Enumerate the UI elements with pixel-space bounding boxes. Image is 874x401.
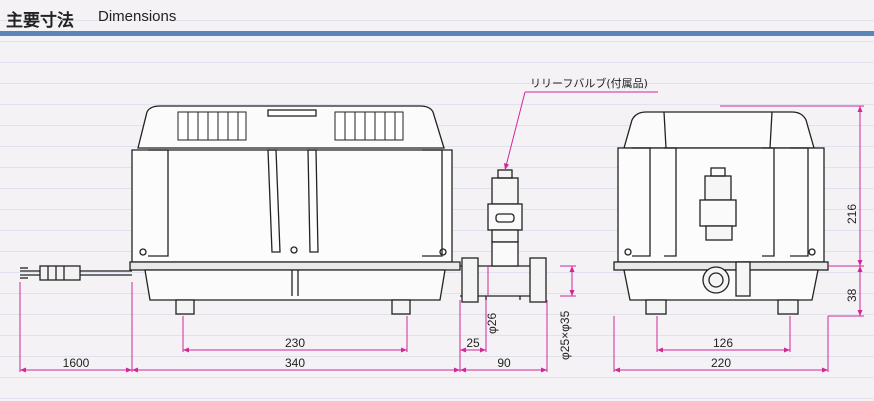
- page-title: 主要寸法: [6, 11, 74, 31]
- vent-grille-left: [177, 111, 247, 141]
- dim-220: 220: [711, 356, 731, 370]
- dimension-lines: [19, 91, 864, 373]
- dimension-labels: 230 340 1600 25 90 φ26 φ25×φ35 126 220 2…: [63, 76, 859, 370]
- relief-valve-label: リリーフバルブ(付属品): [530, 76, 648, 90]
- dim-340: 340: [285, 356, 305, 370]
- dim-230: 230: [285, 336, 305, 350]
- front-view: [20, 105, 547, 315]
- dim-1600: 1600: [63, 356, 90, 370]
- page-subtitle: Dimensions: [98, 8, 177, 25]
- dim-25: 25: [466, 336, 480, 350]
- dim-90: 90: [497, 356, 511, 370]
- side-view: [613, 111, 829, 315]
- dim-phi25x35: φ25×φ35: [558, 310, 572, 360]
- header: 主要寸法 Dimensions: [0, 0, 874, 36]
- dim-126: 126: [713, 336, 733, 350]
- dim-38: 38: [845, 288, 859, 302]
- header-rule: [0, 31, 874, 36]
- dim-phi26: φ26: [485, 313, 499, 334]
- vent-grille-right: [334, 111, 404, 141]
- dim-216: 216: [845, 204, 859, 224]
